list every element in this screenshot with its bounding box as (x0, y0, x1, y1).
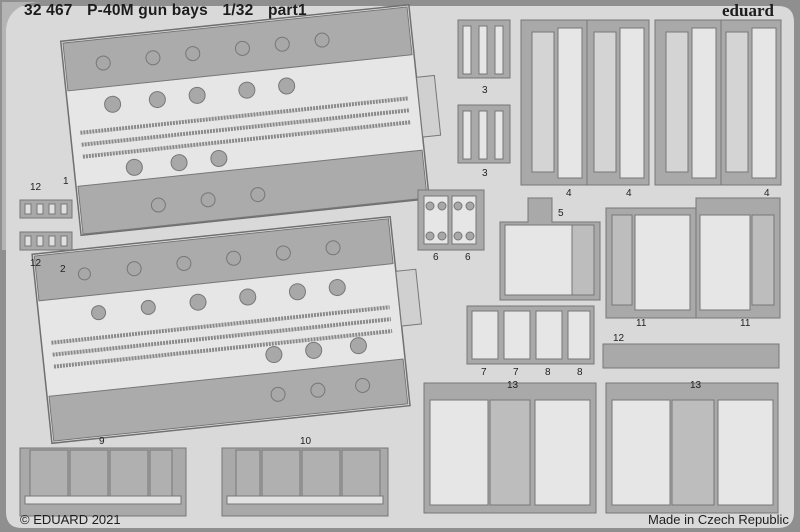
part-number-label: 11 (636, 318, 647, 329)
part-number-label: 8 (545, 367, 551, 378)
part-number-label: 3 (482, 168, 488, 179)
part-number-label: 13 (507, 380, 519, 391)
part-9-10 (19, 447, 389, 517)
part-number-label: 4 (566, 188, 572, 199)
part-number-label: 7 (481, 367, 487, 378)
part-number-label: 12 (30, 258, 42, 269)
part-number-label: 10 (300, 436, 312, 447)
part-number-label: 2 (60, 264, 66, 275)
brand-logo: eduard (722, 1, 774, 20)
product-scale: 1/32 (222, 2, 254, 19)
part-number-label: 7 (513, 367, 519, 378)
part-6 (417, 189, 485, 251)
part-number-label: 11 (740, 318, 751, 329)
part-number-label: 6 (465, 252, 471, 263)
part-4-doors (520, 19, 782, 186)
product-code: 32 467 (24, 2, 73, 19)
part-number-label: 9 (99, 436, 105, 447)
product-part: part1 (267, 2, 307, 19)
part-number-label: 6 (433, 252, 439, 263)
part-number-label: 4 (626, 188, 632, 199)
part-number-label: 3 (482, 85, 488, 96)
part-number-label: 5 (558, 208, 564, 219)
part-number-label: 8 (577, 367, 583, 378)
part-12-strips-left (19, 199, 73, 251)
part-number-label: 1 (63, 176, 69, 187)
part-1-gun-bay-panel (59, 3, 442, 237)
part-number-label: 13 (690, 380, 702, 391)
part-number-label: 12 (613, 333, 625, 344)
part-5 (499, 197, 601, 301)
part-number-label: 4 (764, 188, 770, 199)
sheet-title: 32 467 P-40M gun bays 1/32 part1 (24, 2, 317, 20)
part-12-strip (602, 343, 780, 369)
origin-text: Made in Czech Republic (648, 512, 789, 527)
part-13 (423, 382, 779, 514)
part-2-gun-bay-panel (31, 215, 423, 445)
part-number-label: 12 (30, 182, 42, 193)
copyright-text: © EDUARD 2021 (20, 512, 121, 527)
part-7-8 (466, 305, 595, 365)
product-title: P-40M gun bays (87, 2, 208, 19)
part-11 (605, 197, 781, 319)
